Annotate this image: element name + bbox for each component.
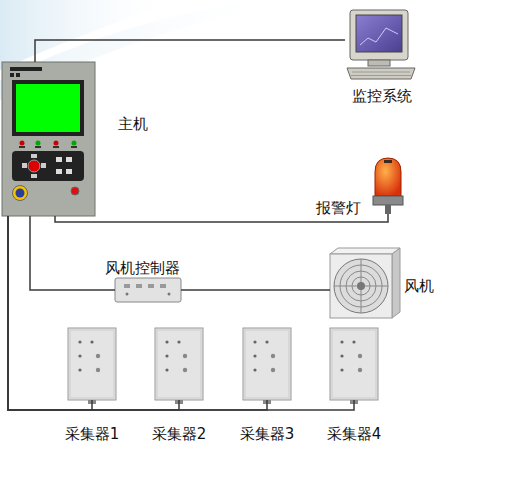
wire (8, 216, 354, 410)
fan-icon (330, 248, 400, 318)
wire (35, 40, 345, 62)
node-label: 风机控制器 (105, 258, 180, 278)
node-label: 采集器1 (65, 424, 120, 444)
collector-node: 采集器4 (330, 328, 378, 400)
node-label: 风机 (404, 276, 434, 296)
computer-node: 监控系统 (345, 8, 417, 80)
collector-node: 采集器2 (155, 328, 203, 400)
alarm-node: 报警灯 (370, 158, 406, 214)
node-label: 主机 (118, 114, 148, 134)
collector-node: 采集器3 (243, 328, 291, 400)
host-cabinet (2, 62, 95, 216)
wire (181, 289, 330, 291)
wire (8, 216, 179, 410)
controller-node: 风机控制器 (115, 278, 181, 302)
collector-units (68, 328, 378, 404)
node-label: 报警灯 (316, 198, 361, 218)
node-label: 采集器3 (240, 424, 295, 444)
node-label: 采集器2 (152, 424, 207, 444)
wire (8, 216, 92, 410)
node-label: 采集器4 (327, 424, 382, 444)
collector-node: 采集器1 (68, 328, 116, 400)
fan-node: 风机 (330, 248, 400, 320)
computer-icon (347, 10, 415, 79)
controller-box (115, 278, 181, 302)
node-label: 监控系统 (352, 86, 412, 106)
wire (8, 216, 267, 410)
host-node: 主机 (2, 62, 95, 216)
alarm-light-icon (373, 158, 403, 214)
wire (30, 216, 115, 290)
